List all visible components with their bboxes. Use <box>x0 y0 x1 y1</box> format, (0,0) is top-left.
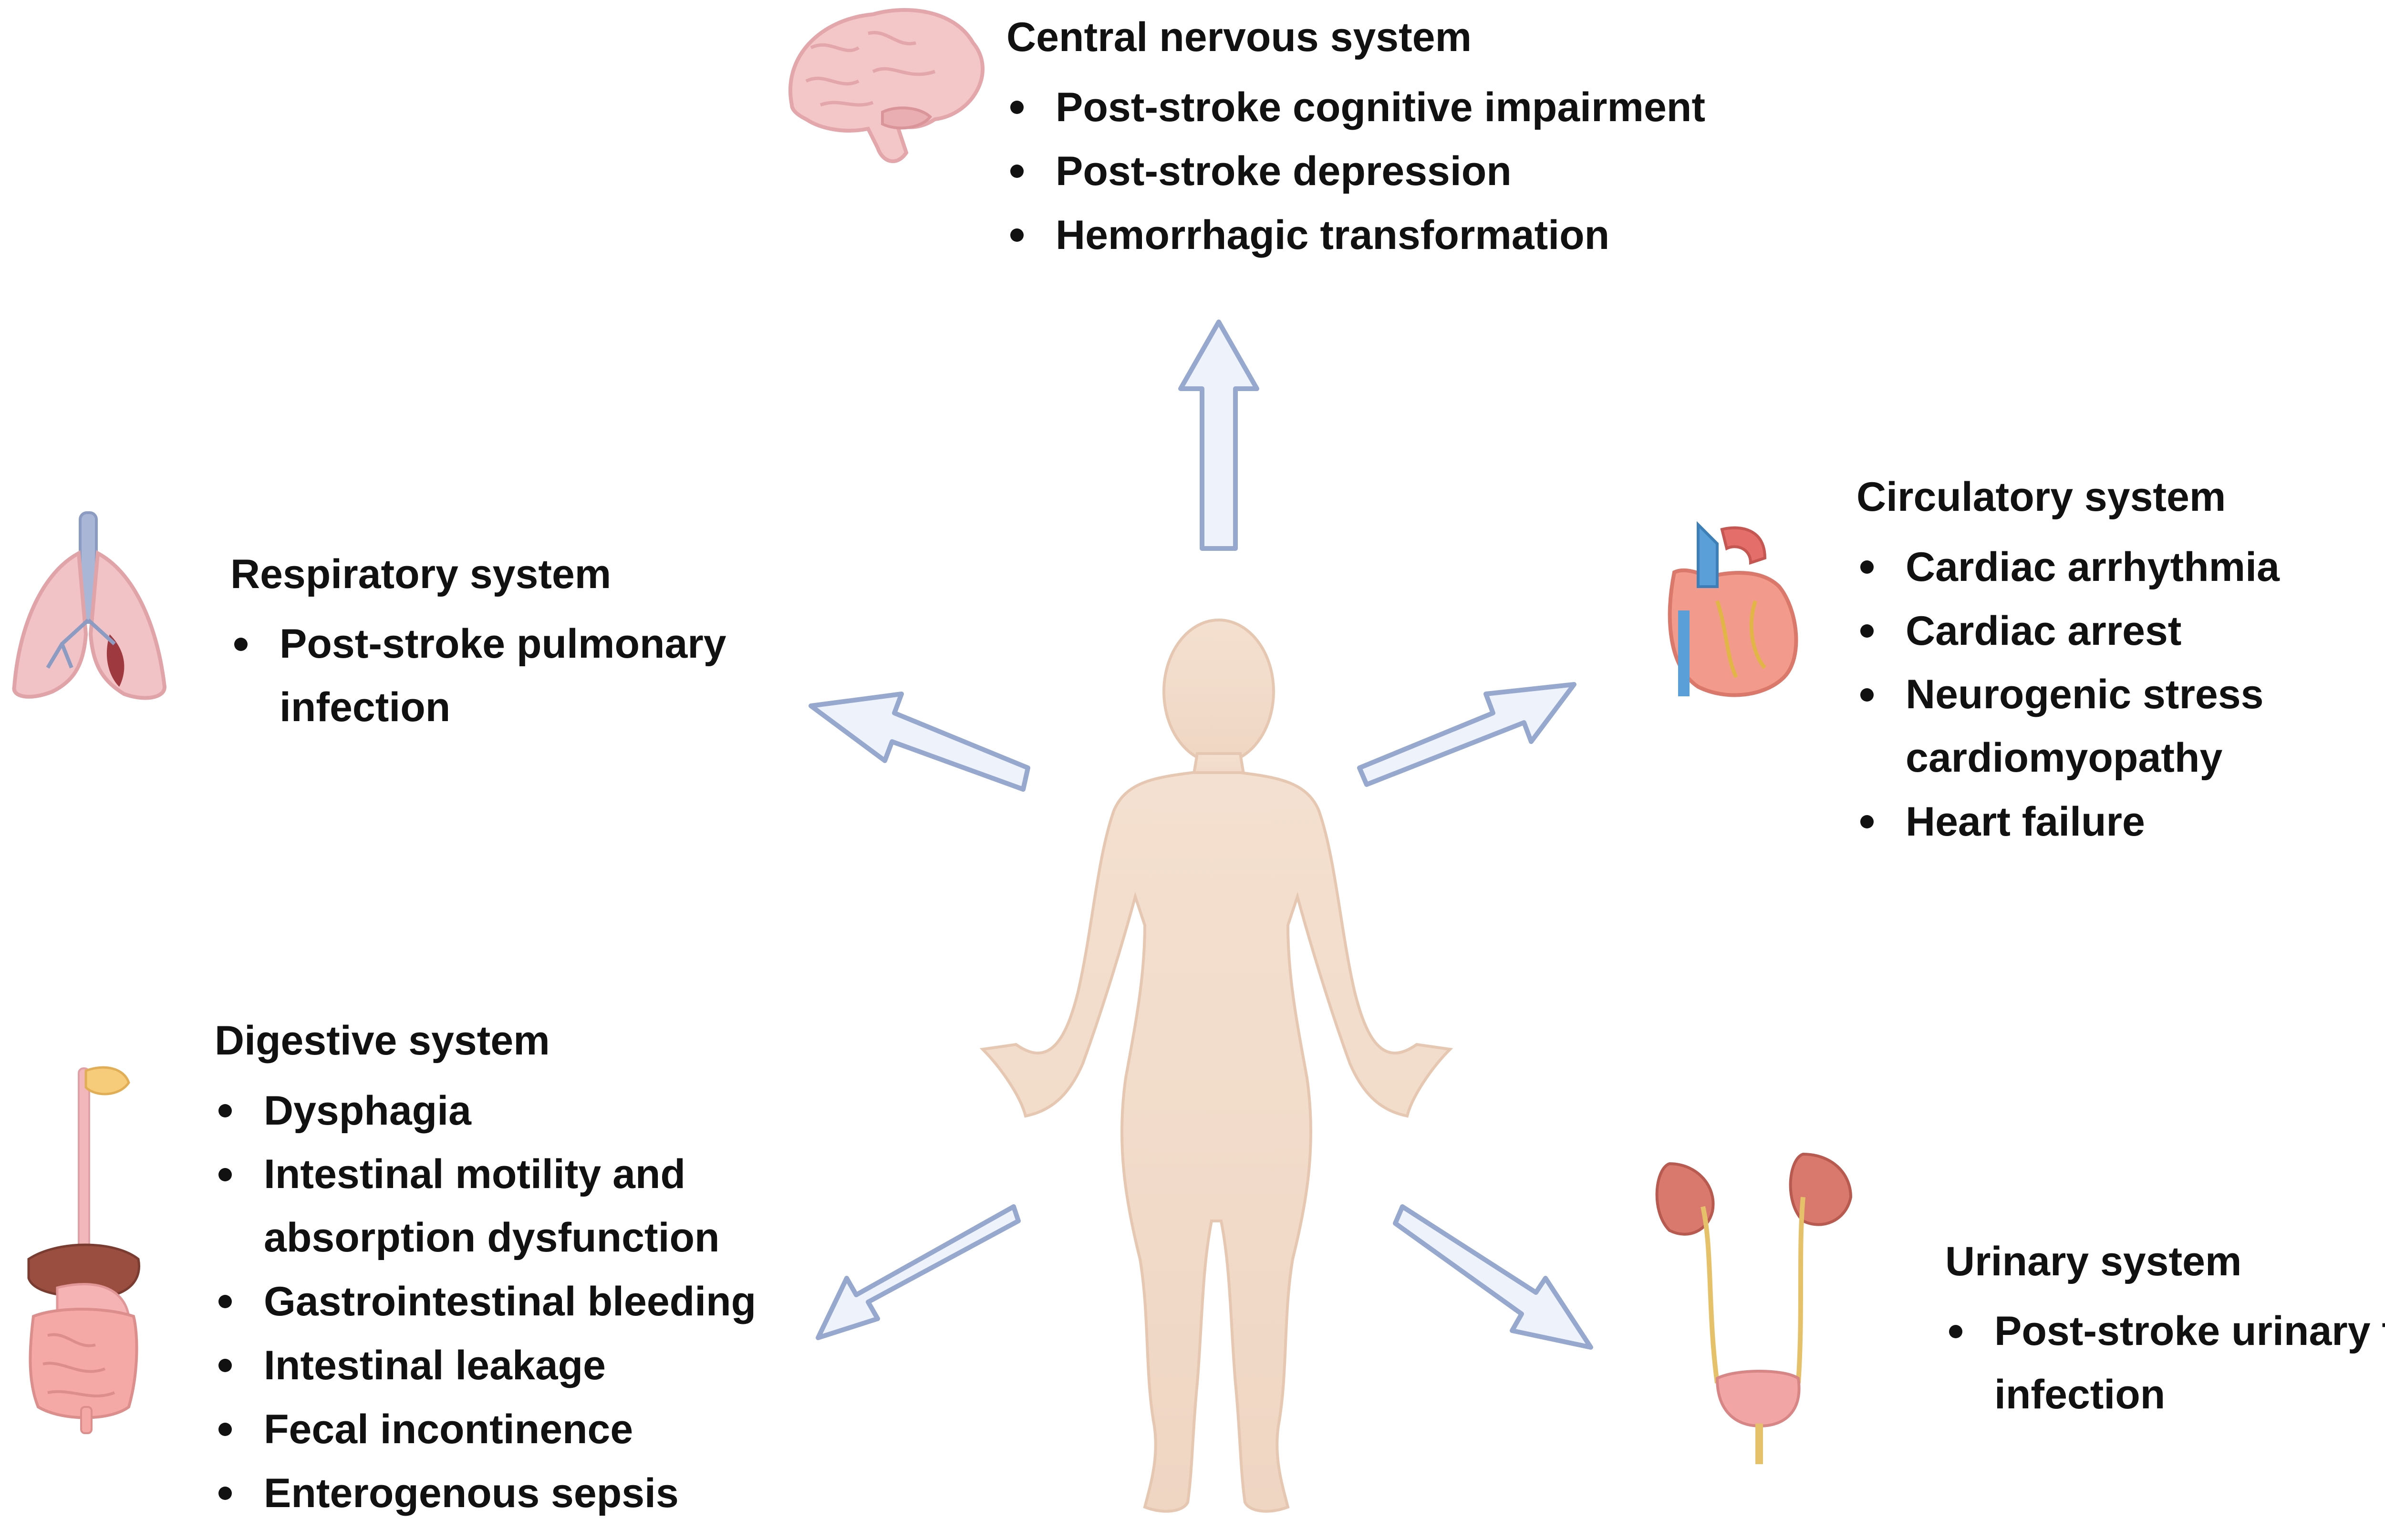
arrow-upper-right <box>1357 682 1576 787</box>
digestive-item: Intestinal motility and absorption dysfu… <box>215 1143 756 1270</box>
cns-title: Central nervous system <box>1006 14 1472 60</box>
arrow-lower-right <box>1393 1204 1593 1350</box>
heart-icon <box>1668 521 1798 697</box>
arrow-up <box>1178 320 1259 551</box>
respiratory-item: Post-stroke pulmonary infection <box>230 612 726 739</box>
arrow-lower-left <box>816 1204 1021 1340</box>
human-body-icon <box>979 619 1453 1513</box>
digestive-block: Digestive system Dysphagia Intestinal mo… <box>215 1017 756 1525</box>
digestive-item: Gastrointestinal bleeding <box>215 1270 756 1333</box>
circulatory-title: Circulatory system <box>1856 474 2226 520</box>
respiratory-title: Respiratory system <box>230 551 612 597</box>
lungs-icon <box>12 511 167 700</box>
circulatory-item: Neurogenic stress cardiomyopathy <box>1856 663 2280 790</box>
digestive-tract-icon <box>27 1066 140 1434</box>
kidneys-bladder-icon <box>1655 1152 1853 1464</box>
circulatory-item: Heart failure <box>1856 790 2280 854</box>
respiratory-block: Respiratory system Post-stroke pulmonary… <box>230 550 726 739</box>
cns-list: Post-stroke cognitive impairment Post-st… <box>1006 75 1705 267</box>
brain-icon <box>788 8 985 164</box>
digestive-item: Fecal incontinence <box>215 1397 756 1461</box>
circulatory-item: Cardiac arrest <box>1856 599 2280 663</box>
circulatory-item: Cardiac arrhythmia <box>1856 535 2280 599</box>
digestive-item: Enterogenous sepsis <box>215 1461 756 1525</box>
digestive-list: Dysphagia Intestinal motility and absorp… <box>215 1079 756 1525</box>
urinary-title: Urinary system <box>1945 1239 2242 1284</box>
arrow-upper-left <box>809 692 1030 792</box>
respiratory-list: Post-stroke pulmonary infection <box>230 612 726 739</box>
digestive-item: Intestinal leakage <box>215 1333 756 1397</box>
digestive-item: Dysphagia <box>215 1079 756 1143</box>
urinary-block: Urinary system Post-stroke urinary tract… <box>1945 1238 2385 1426</box>
cns-item: Hemorrhagic transformation <box>1006 203 1705 267</box>
circulatory-list: Cardiac arrhythmia Cardiac arrest Neurog… <box>1856 535 2280 854</box>
circulatory-block: Circulatory system Cardiac arrhythmia Ca… <box>1856 473 2280 854</box>
digestive-title: Digestive system <box>215 1018 550 1064</box>
cns-item: Post-stroke depression <box>1006 139 1705 203</box>
cns-block: Central nervous system Post-stroke cogni… <box>1006 13 1705 267</box>
urinary-item: Post-stroke urinary tract infection <box>1945 1300 2385 1426</box>
cns-item: Post-stroke cognitive impairment <box>1006 75 1705 139</box>
urinary-list: Post-stroke urinary tract infection <box>1945 1300 2385 1426</box>
